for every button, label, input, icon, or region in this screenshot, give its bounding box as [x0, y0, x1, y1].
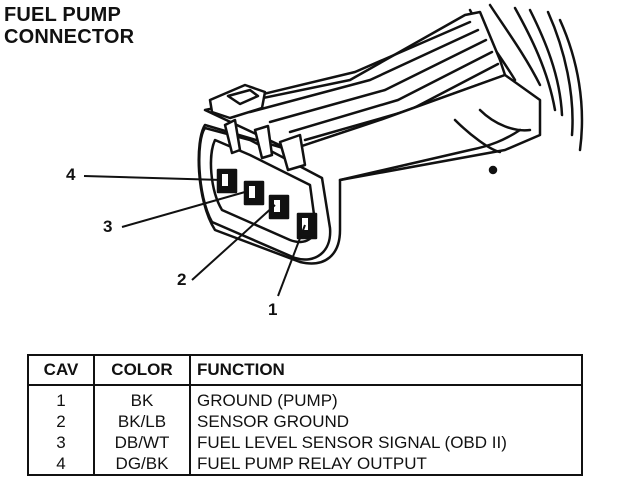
header-color: COLOR	[94, 355, 191, 386]
leader-line-4	[83, 175, 223, 181]
cell-cav: 2	[28, 411, 95, 432]
table-row: 3 DB/WT FUEL LEVEL SENSOR SIGNAL (OBD II…	[28, 432, 582, 453]
table-row: 1 BK GROUND (PUMP)	[28, 385, 582, 411]
cell-color: DG/BK	[94, 453, 191, 475]
diagram-title-line-2: CONNECTOR	[4, 26, 135, 48]
cell-function: GROUND (PUMP)	[197, 391, 338, 410]
pinout-table: CAV COLOR FUNCTION 1 BK GROUND (PUMP) 2 …	[27, 354, 583, 476]
table-row: 4 DG/BK FUEL PUMP RELAY OUTPUT	[28, 453, 582, 475]
cell-cav: 1	[28, 385, 95, 411]
cell-function: FUEL LEVEL SENSOR SIGNAL (OBD II)	[197, 433, 507, 452]
diagram-title-line-1: FUEL PUMP	[4, 4, 121, 26]
wire	[513, 6, 557, 112]
header-cav: CAV	[28, 355, 95, 386]
cell-color: DB/WT	[94, 432, 191, 453]
table-header-row: CAV COLOR FUNCTION	[28, 355, 582, 386]
header-function: FUNCTION	[190, 355, 582, 386]
callout-4: 4	[66, 165, 76, 184]
callout-3: 3	[103, 217, 113, 236]
table-row: 2 BK/LB SENSOR GROUND	[28, 411, 582, 432]
callout-1: 1	[268, 300, 278, 319]
cell-color: BK	[94, 385, 191, 411]
wire	[558, 18, 584, 152]
leader-line-3	[121, 191, 246, 228]
leader-line-2	[191, 204, 276, 281]
cell-function: SENSOR GROUND	[197, 412, 350, 431]
callout-2: 2	[177, 270, 187, 289]
wire	[528, 8, 564, 117]
wire	[546, 10, 574, 137]
wire	[488, 3, 542, 87]
cell-cav: 3	[28, 432, 95, 453]
cell-function: FUEL PUMP RELAY OUTPUT	[197, 454, 427, 473]
cell-cav: 4	[28, 453, 95, 475]
cell-color: BK/LB	[94, 411, 191, 432]
leader-line-1	[277, 224, 306, 297]
